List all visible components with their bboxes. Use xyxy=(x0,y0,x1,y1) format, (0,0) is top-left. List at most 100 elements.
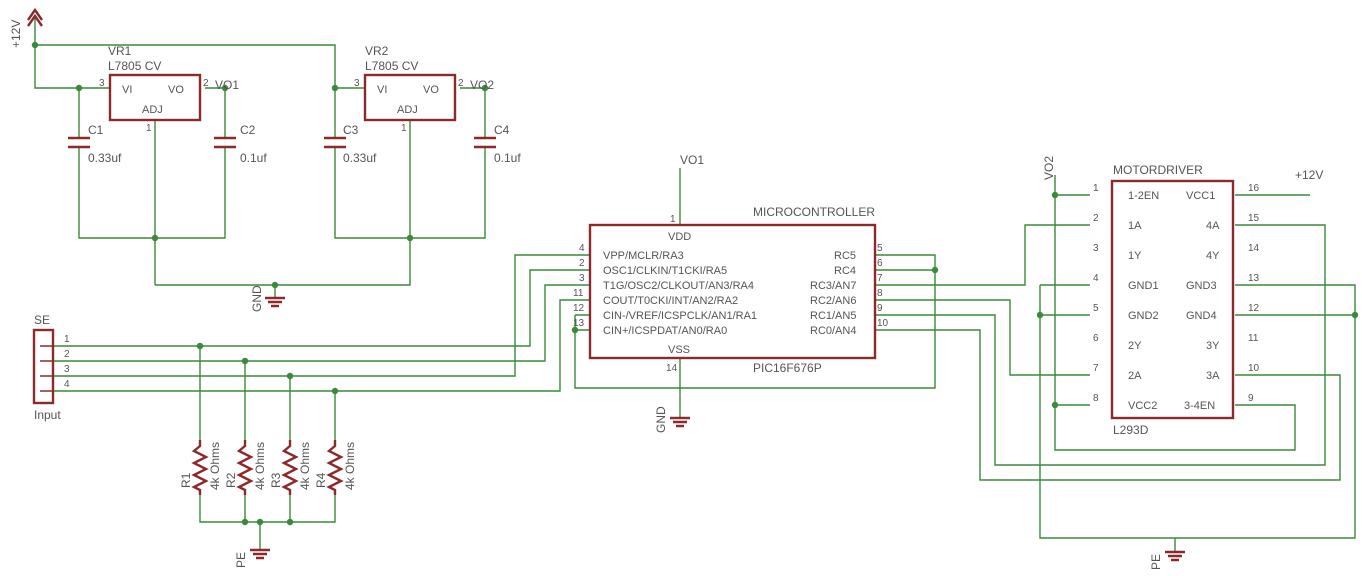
md-pin-name: GND1 xyxy=(1128,280,1159,292)
vr2-ref: VR2 xyxy=(365,44,389,58)
junction-dot xyxy=(331,84,339,92)
md-pin-num: 7 xyxy=(1093,363,1099,374)
mcu-pin-num: 8 xyxy=(877,288,883,299)
md-pin-name: 3A xyxy=(1206,370,1220,382)
junctions xyxy=(31,41,1359,526)
md-pin-num: 15 xyxy=(1248,213,1260,224)
mcu-pin-num: 10 xyxy=(877,318,889,329)
mcu-pin-num: 6 xyxy=(877,258,883,269)
r2-ref: R2 xyxy=(224,472,238,488)
resistor-r4: R4 4k Ohms xyxy=(314,440,357,495)
md-pin-num: 11 xyxy=(1248,333,1259,344)
mcu-vdd: VDD xyxy=(668,231,691,243)
mcu-vss: VSS xyxy=(668,344,690,356)
wire-vo2 xyxy=(1054,175,1296,451)
junction-dot xyxy=(571,326,579,334)
md-part: L293D xyxy=(1113,423,1149,437)
c3-ref: C3 xyxy=(343,123,359,137)
md-pin-num: 14 xyxy=(1248,243,1260,254)
vr1-body xyxy=(108,73,202,122)
mcu-pin-num: 12 xyxy=(573,303,585,314)
wire-mcu-13-loop xyxy=(574,254,936,389)
md-pin-num: 12 xyxy=(1248,303,1260,314)
mcu-pin-name: RC5 xyxy=(834,250,856,262)
r4-value: 4k Ohms xyxy=(343,442,357,490)
mcu-pin-num: 7 xyxy=(877,273,883,284)
wire-vr2-adj xyxy=(155,120,411,286)
motordriver-ic: VO2 MOTORDRIVER L293D 1 1-2EN 2 1A 3 1Y … xyxy=(1042,156,1260,437)
junction-dot xyxy=(221,84,229,92)
junction-dot xyxy=(241,518,249,526)
mcu-pin-name: RC0/AN4 xyxy=(810,325,856,337)
md-pin-num: 8 xyxy=(1093,393,1099,404)
capacitor-c2: C2 0.1uf xyxy=(214,123,267,165)
vr1-vo: VO xyxy=(168,84,184,96)
junction-dot xyxy=(481,84,489,92)
se-pin-2: 2 xyxy=(64,349,70,360)
c2-value: 0.1uf xyxy=(240,151,267,165)
junction-dot xyxy=(271,281,279,289)
md-pin-name: GND2 xyxy=(1128,310,1159,322)
vr2-vo: VO xyxy=(423,84,439,96)
label-gnd: GND xyxy=(250,285,264,312)
capacitor-c4: C4 0.1uf xyxy=(474,123,521,165)
r4-ref: R4 xyxy=(314,472,328,488)
mcu-pin-name: CIN-/VREF/ICSPCLK/AN1/RA1 xyxy=(603,310,757,322)
vr2-vi: VI xyxy=(377,84,387,96)
mcu-name: MICROCONTROLLER xyxy=(753,205,875,219)
c1-value: 0.33uf xyxy=(88,151,122,165)
md-name: MOTORDRIVER xyxy=(1113,163,1203,177)
label-12v: +12V xyxy=(9,20,23,48)
junction-dot xyxy=(1351,311,1359,319)
md-pin-num: 6 xyxy=(1093,333,1099,344)
vr1-adj: ADJ xyxy=(142,104,163,116)
c4-ref: C4 xyxy=(494,123,510,137)
mcu-pin-name: RC1/AN5 xyxy=(810,310,856,322)
junction-dot xyxy=(31,41,39,49)
md-pin-num: 10 xyxy=(1248,363,1260,374)
junction-dot xyxy=(406,234,414,242)
capacitor-c1: C1 0.33uf xyxy=(68,123,122,165)
wire-se-1 xyxy=(53,269,590,347)
label-pe-1: PE xyxy=(234,552,248,568)
vr2-pin-adj: 1 xyxy=(401,123,407,134)
wire-r1 xyxy=(199,346,336,523)
ground-symbol-mcu: GND xyxy=(654,406,690,433)
r1-value: 4k Ohms xyxy=(208,442,222,490)
mcu-pin-name: RC3/AN7 xyxy=(810,280,856,292)
wire-rc3 xyxy=(875,224,1090,286)
wires xyxy=(34,18,1356,552)
junction-dot xyxy=(1051,191,1059,199)
se-ref: SE xyxy=(34,313,50,327)
c3-value: 0.33uf xyxy=(343,151,377,165)
vr1-pin-out: 2 xyxy=(203,78,209,89)
resistor-r1: R1 4k Ohms xyxy=(179,440,222,495)
r2-value: 4k Ohms xyxy=(253,442,267,490)
c1-ref: C1 xyxy=(88,123,104,137)
microcontroller-ic: VO1 MICROCONTROLLER 1 VDD VSS 14 PIC16F6… xyxy=(573,153,889,375)
md-body xyxy=(1110,179,1235,420)
wire-rc2 xyxy=(875,299,1090,376)
vr1-out-net: VO1 xyxy=(215,78,239,92)
se-body xyxy=(32,328,55,405)
md-pin-num: 2 xyxy=(1093,213,1099,224)
md-pin-num: 5 xyxy=(1093,303,1099,314)
ground-symbol: GND xyxy=(250,285,285,312)
connector-se: SE 1 2 3 4 Input xyxy=(32,313,70,422)
junction-dot xyxy=(931,266,939,274)
junction-dot xyxy=(286,518,294,526)
mcu-pin-num: 4 xyxy=(579,243,585,254)
regulator-vr1: VR1 L7805 CV VI VO ADJ 3 1 2 VO1 xyxy=(99,44,239,134)
wire-12v-top xyxy=(34,18,365,89)
mcu-pin-name: RC4 xyxy=(834,265,856,277)
label-12v-right: +12V xyxy=(1295,168,1323,182)
md-pin-num: 1 xyxy=(1093,183,1099,194)
mcu-pin-name: VPP/MCLR/RA3 xyxy=(603,250,684,262)
mcu-vss-pin: 14 xyxy=(666,363,678,374)
label-gnd-mcu: GND xyxy=(654,406,668,433)
md-pin-name: VCC1 xyxy=(1186,190,1215,202)
mcu-pin-num: 11 xyxy=(573,288,584,299)
mcu-part: PIC16F676P xyxy=(753,361,822,375)
md-pin-name: 4Y xyxy=(1206,250,1220,262)
